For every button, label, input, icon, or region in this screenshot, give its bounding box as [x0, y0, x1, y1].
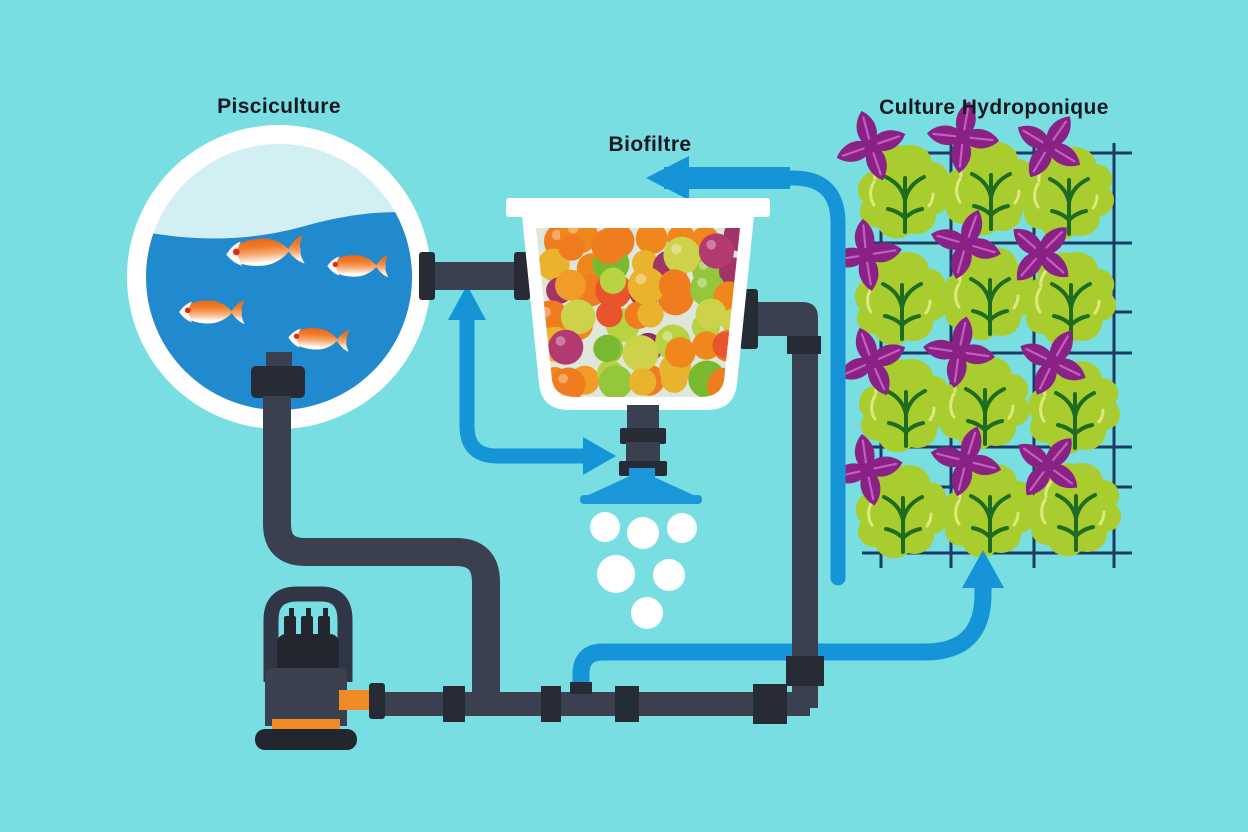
bio-ball-icon — [622, 335, 659, 372]
pipe — [428, 262, 520, 290]
fish-tank — [127, 125, 431, 429]
pump-housing — [265, 668, 347, 726]
pump-outlet — [339, 690, 375, 710]
bio-ball-icon — [628, 368, 657, 396]
bio-ball-gloss — [671, 243, 682, 255]
water-droplet-icon — [597, 555, 635, 593]
bio-ball-gloss — [706, 239, 717, 250]
biofilter-rim — [506, 198, 770, 217]
bio-media-balls — [536, 228, 740, 397]
bio-ball-icon — [695, 298, 727, 330]
arrowhead-up-icon — [962, 550, 1004, 588]
drain-pipe — [263, 396, 500, 700]
plumbing — [251, 252, 824, 724]
bio-ball-icon — [664, 337, 696, 368]
water-droplet-icon — [590, 512, 620, 542]
pipe-flange — [514, 252, 530, 300]
bio-ball-gloss — [662, 331, 673, 341]
pump-connectors — [284, 608, 330, 638]
pipe-coupling — [615, 686, 639, 722]
flow-arrows — [448, 156, 1004, 694]
flow-arrow-tank-biofilter — [448, 285, 616, 475]
flow-arrow-return-to-biofilter — [646, 156, 846, 586]
sprinkler-icon — [580, 405, 702, 504]
bio-ball-gloss — [558, 373, 568, 384]
arrowhead-left-icon — [646, 156, 689, 200]
pipe-collar — [786, 656, 824, 686]
arrowhead-right-icon — [583, 437, 616, 475]
water-droplets — [590, 512, 697, 629]
biofilter-container — [506, 198, 770, 504]
bio-ball-icon — [593, 334, 621, 363]
label-biofiltre: Biofiltre — [609, 133, 692, 156]
bio-ball-gloss — [567, 228, 579, 234]
water-droplet-icon — [627, 517, 659, 549]
bio-ball-icon — [663, 236, 701, 274]
label-pisciculture: Pisciculture — [217, 95, 341, 118]
pipe-tab — [570, 682, 592, 694]
water-droplet-icon — [631, 597, 663, 629]
pipe-flange — [251, 366, 305, 398]
pump-base — [255, 729, 357, 750]
bio-ball-icon — [555, 269, 586, 301]
bio-ball-gloss — [555, 336, 566, 346]
bio-ball-icon — [637, 301, 664, 328]
bio-ball-gloss — [635, 273, 647, 285]
bio-ball-icon — [627, 266, 666, 305]
flow-arrow-to-hydroponics — [572, 550, 1004, 694]
arrowhead-up-icon — [448, 285, 486, 320]
pipe-collar — [787, 336, 821, 354]
pipe-coupling — [541, 686, 561, 722]
bio-ball-icon — [548, 329, 584, 365]
plant-grid — [825, 95, 1124, 561]
bio-ball-icon — [596, 300, 623, 328]
bio-ball-icon — [692, 331, 721, 360]
pipe-coupling — [443, 686, 465, 722]
pipe — [374, 692, 810, 716]
pump-icon — [255, 586, 385, 750]
bio-ball-icon — [599, 267, 627, 294]
bio-ball-icon — [598, 365, 633, 397]
pipe-flange — [419, 252, 435, 300]
bio-ball-icon — [661, 366, 688, 393]
pipe-coupling — [753, 684, 787, 724]
pump-motor — [277, 634, 339, 676]
pump-handle — [263, 586, 353, 682]
bio-ball-gloss — [551, 229, 563, 241]
bio-ball-icon — [658, 269, 691, 302]
water-droplet-icon — [653, 559, 685, 591]
bio-ball-gloss — [697, 277, 707, 288]
pipe — [792, 318, 818, 708]
pipe-flange — [369, 683, 385, 719]
bio-ball-icon — [560, 299, 596, 335]
labels: Pisciculture Biofiltre Culture Hydroponi… — [217, 95, 1109, 156]
water-droplet-icon — [667, 513, 697, 543]
bio-ball-icon — [698, 233, 735, 269]
label-culture-hydroponique: Culture Hydroponique — [879, 96, 1109, 119]
bio-ball-icon — [591, 228, 627, 264]
bio-ball-icon — [635, 228, 668, 255]
bio-ball-icon — [558, 234, 585, 261]
